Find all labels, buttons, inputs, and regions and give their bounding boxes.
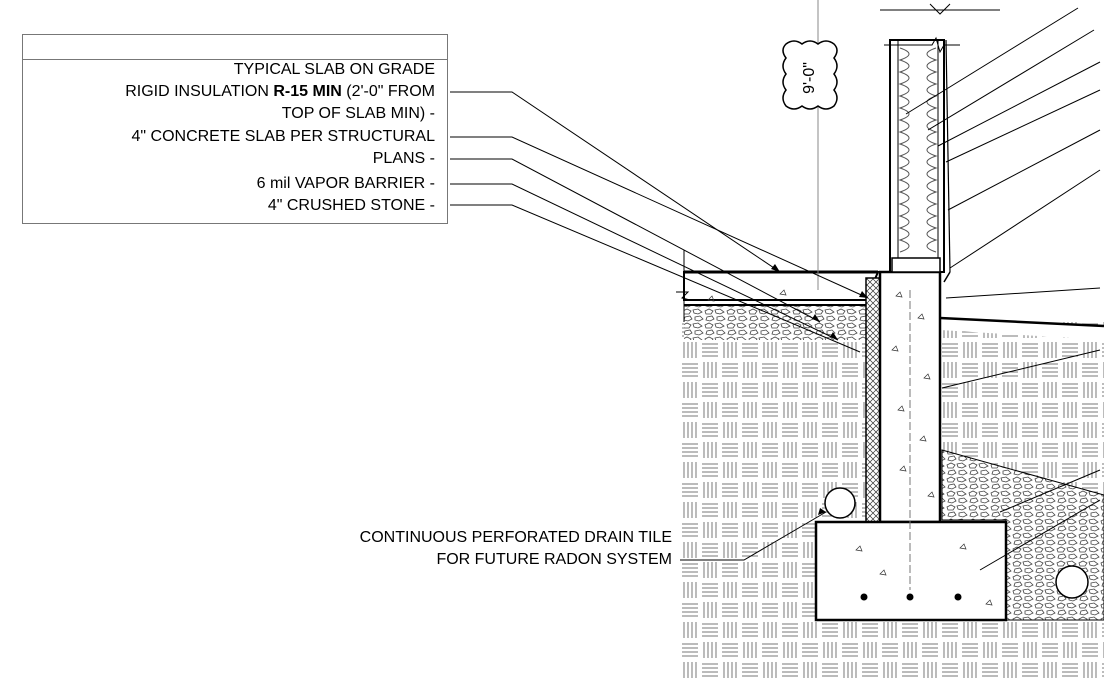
- crushed-stone-layer: [684, 305, 866, 340]
- footing: [814, 520, 1008, 622]
- drain-tile-note-line2: FOR FUTURE RADON SYSTEM: [436, 551, 672, 568]
- legend-header: [23, 35, 447, 60]
- note-typical-slab: TYPICAL SLAB ON GRADE: [233, 61, 435, 78]
- note-crushed-stone: 4" CRUSHED STONE -: [267, 197, 435, 214]
- note-vapor-barrier: 6 mil VAPOR BARRIER -: [256, 175, 435, 192]
- drain-tile-note-line1: CONTINUOUS PERFORATED DRAIN TILE: [359, 529, 672, 546]
- concrete-slab: [683, 271, 880, 301]
- notes-legend: TYPICAL SLAB ON GRADE RIGID INSULATION R…: [22, 34, 448, 224]
- rebar: [906, 593, 914, 601]
- batt-insulation: [898, 47, 910, 253]
- exterior-drain-tile: [1055, 565, 1089, 599]
- dimension-label: 9'-0": [801, 62, 818, 94]
- rebar: [954, 593, 962, 601]
- note-rigid-insulation-extent: (2'-0" FROM: [341, 83, 435, 100]
- rigid-insulation: [865, 277, 881, 523]
- rebar: [860, 593, 868, 601]
- interior-drain-tile: [824, 487, 856, 519]
- note-concrete-slab: 4" CONCRETE SLAB PER STRUCTURAL: [131, 128, 435, 145]
- note-r-value: R-15 MIN: [273, 83, 342, 100]
- note-plans: PLANS -: [372, 150, 435, 167]
- note-top-of-slab: TOP OF SLAB MIN) -: [281, 105, 435, 122]
- note-leaders: [450, 91, 869, 561]
- revision-cloud: [782, 40, 838, 110]
- concrete-aggregate: [707, 289, 993, 606]
- note-rigid-insulation: RIGID INSULATION R-15 MIN (2'-0" FROM: [125, 81, 435, 103]
- sill-plate: [891, 257, 941, 273]
- note-rigid-insulation-text: RIGID INSULATION: [125, 83, 274, 100]
- leader-arrows: [771, 264, 868, 515]
- grade-line: [939, 316, 1104, 328]
- wall-component-leaders: [905, 7, 1101, 571]
